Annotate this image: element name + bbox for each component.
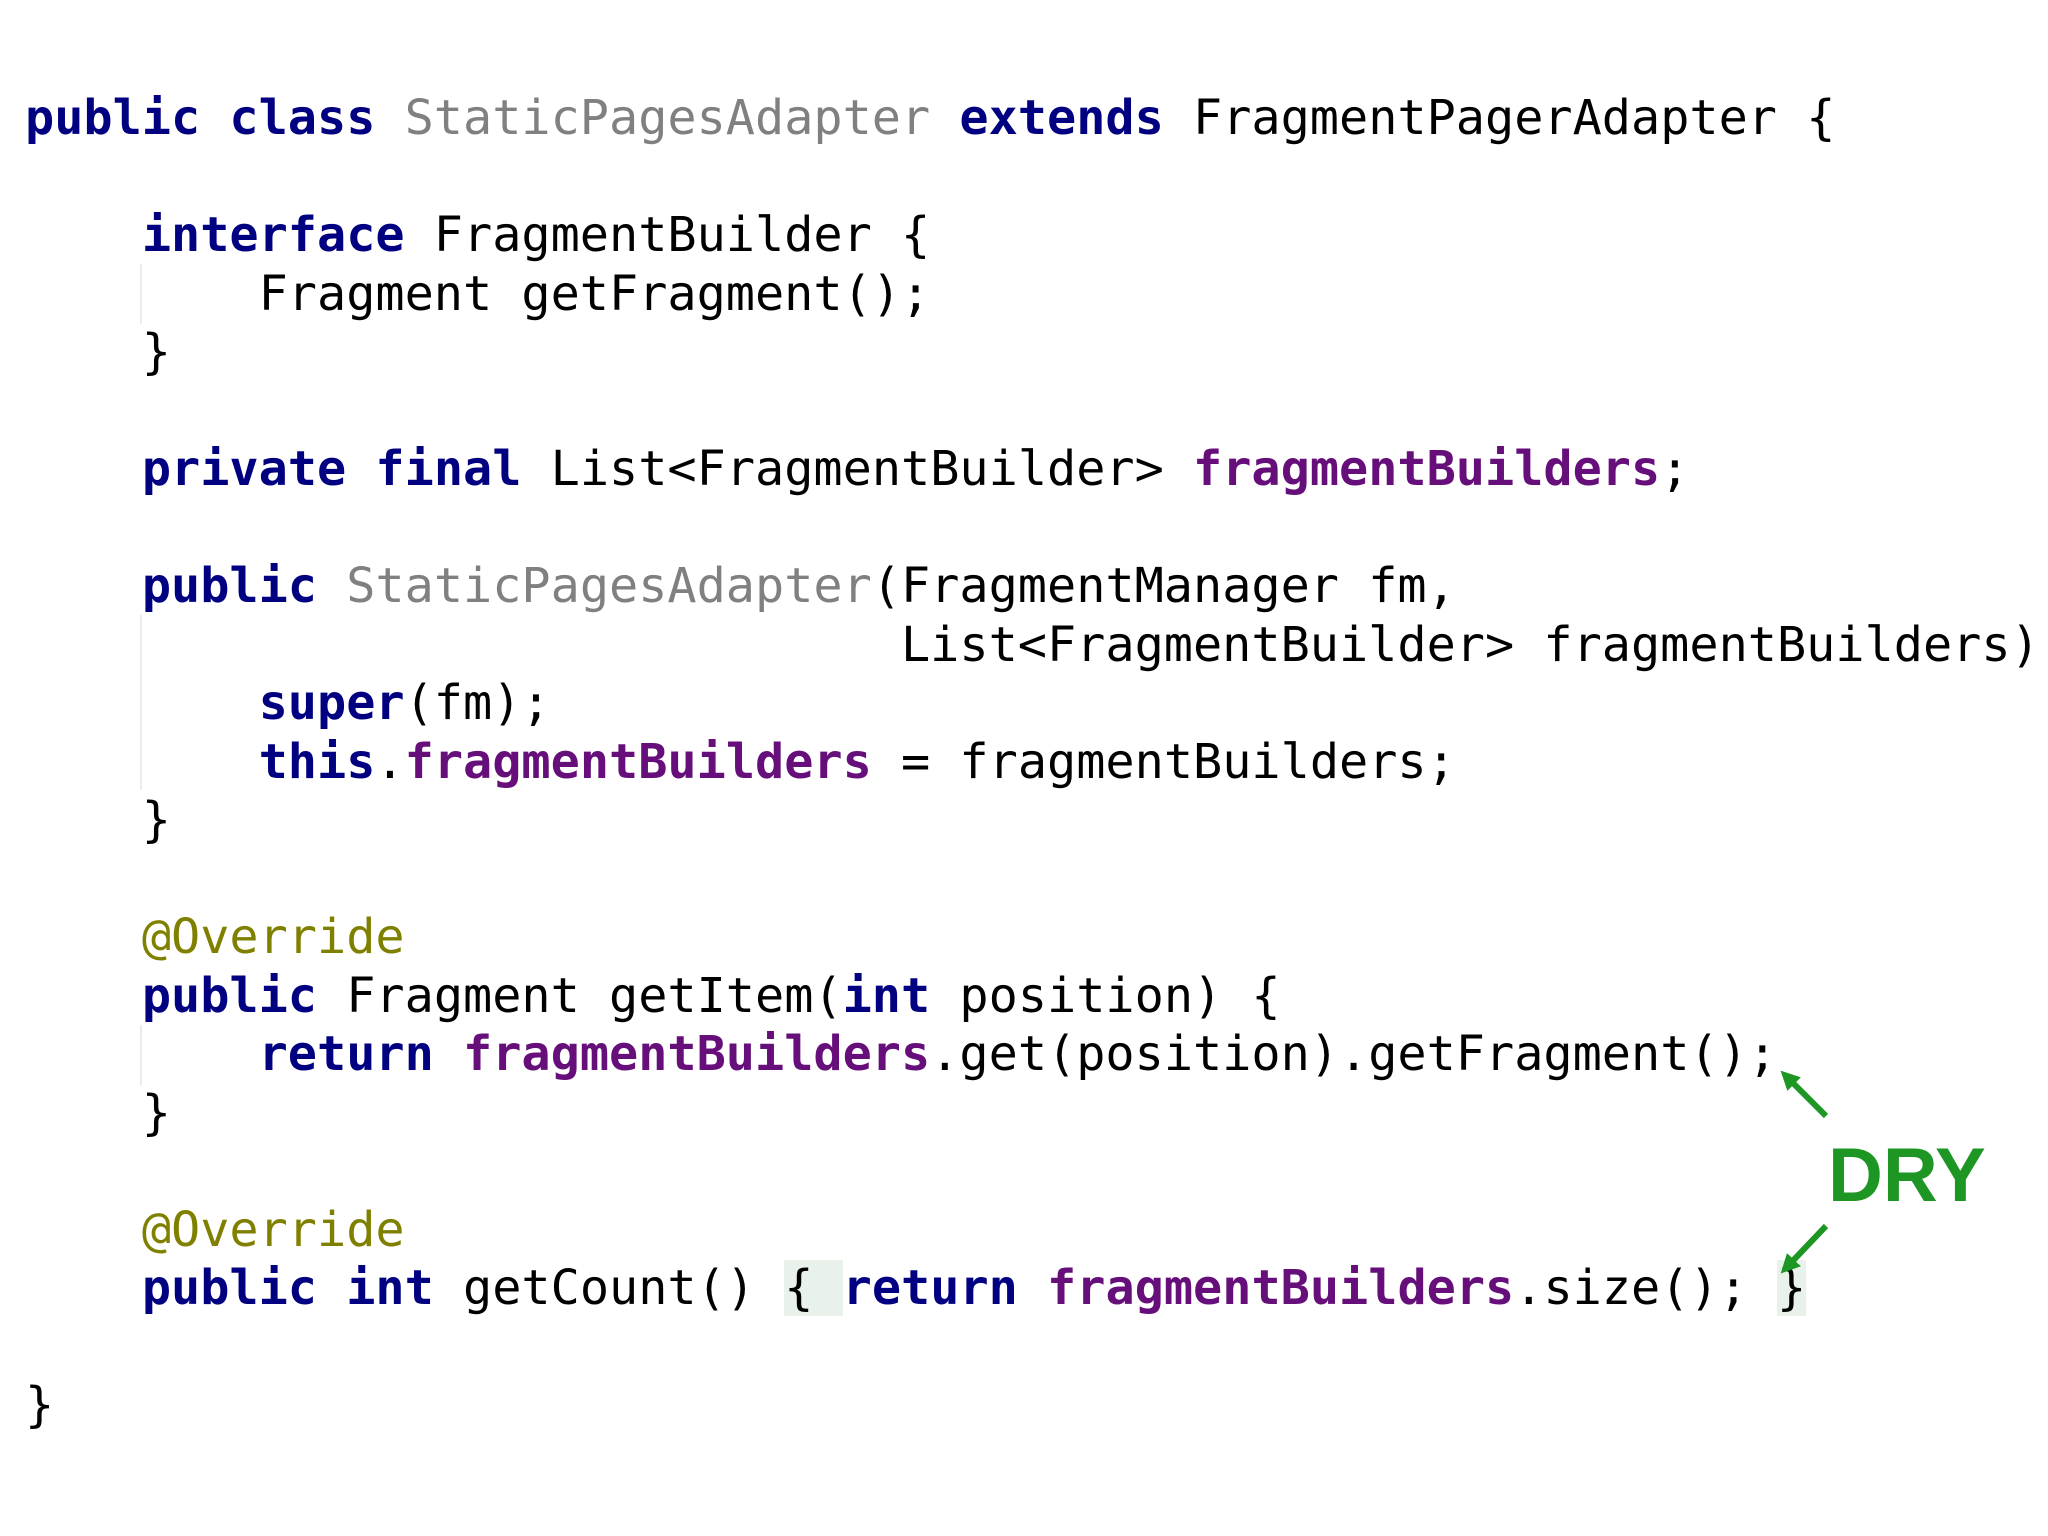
code-token: fragmentBuilders	[404, 733, 872, 790]
code-token: extends	[959, 90, 1164, 146]
code-line	[25, 850, 2048, 909]
code-token: fragmentBuilders	[463, 1026, 931, 1082]
code-token	[25, 441, 142, 497]
code-token	[317, 1260, 346, 1316]
code-line: public int getCount() { return fragmentB…	[25, 1259, 2048, 1318]
code-line: }	[25, 791, 2048, 850]
code-token: .get(position).getFragment();	[930, 1026, 1778, 1082]
code-token: (fm);	[404, 675, 551, 731]
code-token: }	[1777, 1260, 1807, 1316]
code-token: Fragment getFragment();	[25, 265, 931, 322]
code-token: }	[25, 1084, 171, 1141]
code-token: int	[346, 1260, 434, 1316]
code-line: @Override	[25, 908, 2048, 967]
code-line: public class StaticPagesAdapter extends …	[25, 89, 2048, 148]
code-token: class	[229, 90, 376, 146]
code-token: {	[784, 1260, 843, 1316]
code-token: List<FragmentBuilder> fragmentBuilders) …	[25, 616, 2048, 673]
code-token	[200, 90, 229, 146]
code-token: StaticPagesAdapter	[346, 558, 872, 614]
code-token	[1018, 1260, 1047, 1316]
code-line: public StaticPagesAdapter(FragmentManage…	[25, 557, 2048, 616]
code-line: @Override	[25, 1201, 2048, 1260]
code-token: (FragmentManager fm,	[871, 558, 1456, 614]
code-token: position) {	[930, 967, 1281, 1024]
code-token	[375, 90, 404, 146]
code-token	[25, 968, 142, 1024]
code-token: public	[141, 558, 318, 614]
code-line: }	[25, 1376, 2048, 1435]
code-token	[25, 909, 142, 965]
code-line: }	[25, 1084, 2048, 1143]
code-token: @Override	[141, 1201, 405, 1258]
code-line: }	[25, 323, 2048, 382]
code-token: super	[258, 675, 405, 731]
dry-annotation-label: DRY	[1828, 1133, 1986, 1218]
indent-guide-constructor	[140, 615, 142, 790]
code-editor: public class StaticPagesAdapter extends …	[25, 89, 2048, 1435]
indent-guide-getitem	[140, 1025, 142, 1085]
code-line	[25, 1142, 2048, 1201]
code-token: .	[375, 733, 405, 790]
code-token: FragmentBuilder {	[404, 207, 931, 263]
code-token	[930, 90, 959, 146]
code-token: public	[25, 90, 201, 146]
code-line	[25, 148, 2048, 207]
code-token	[25, 1260, 142, 1316]
code-line: this.fragmentBuilders = fragmentBuilders…	[25, 733, 2048, 792]
code-token	[25, 1202, 142, 1258]
code-token: }	[25, 792, 171, 848]
code-token	[434, 1026, 463, 1082]
code-token: return	[842, 1260, 1018, 1316]
code-token: Fragment getItem(	[317, 967, 843, 1024]
code-token: getCount()	[433, 1260, 785, 1316]
code-line: interface FragmentBuilder {	[25, 206, 2048, 265]
code-token: }	[25, 1377, 55, 1433]
code-token: public	[141, 1260, 318, 1316]
code-token: public	[141, 967, 318, 1024]
code-line: Fragment getFragment();	[25, 265, 2048, 324]
code-token: interface	[141, 207, 405, 263]
code-line: List<FragmentBuilder> fragmentBuilders) …	[25, 616, 2048, 675]
code-token: fragmentBuilders	[1193, 441, 1661, 497]
code-line: public Fragment getItem(int position) {	[25, 967, 2048, 1026]
code-token: List<FragmentBuilder>	[521, 441, 1194, 497]
code-token: }	[25, 324, 171, 380]
code-token: fragmentBuilders	[1047, 1260, 1515, 1316]
code-token	[317, 558, 346, 614]
code-token: private	[141, 441, 347, 497]
code-token: int	[842, 967, 931, 1024]
code-line: return fragmentBuilders.get(position).ge…	[25, 1025, 2048, 1084]
code-token	[346, 441, 375, 497]
code-token: .size();	[1514, 1260, 1778, 1316]
code-token: = fragmentBuilders;	[871, 733, 1456, 790]
code-token	[25, 558, 142, 614]
code-line: super(fm);	[25, 674, 2048, 733]
code-line	[25, 382, 2048, 441]
code-token: ;	[1660, 441, 1690, 497]
code-token	[25, 207, 142, 263]
code-token: final	[375, 441, 522, 497]
code-token: return	[258, 1026, 434, 1082]
code-token: this	[258, 733, 376, 790]
code-token: StaticPagesAdapter	[404, 90, 931, 146]
code-token: FragmentPagerAdapter {	[1163, 90, 1836, 146]
code-token: @Override	[141, 909, 405, 965]
code-line: private final List<FragmentBuilder> frag…	[25, 440, 2048, 499]
code-line	[25, 1318, 2048, 1377]
indent-guide-interface	[140, 264, 142, 324]
code-line	[25, 499, 2048, 558]
